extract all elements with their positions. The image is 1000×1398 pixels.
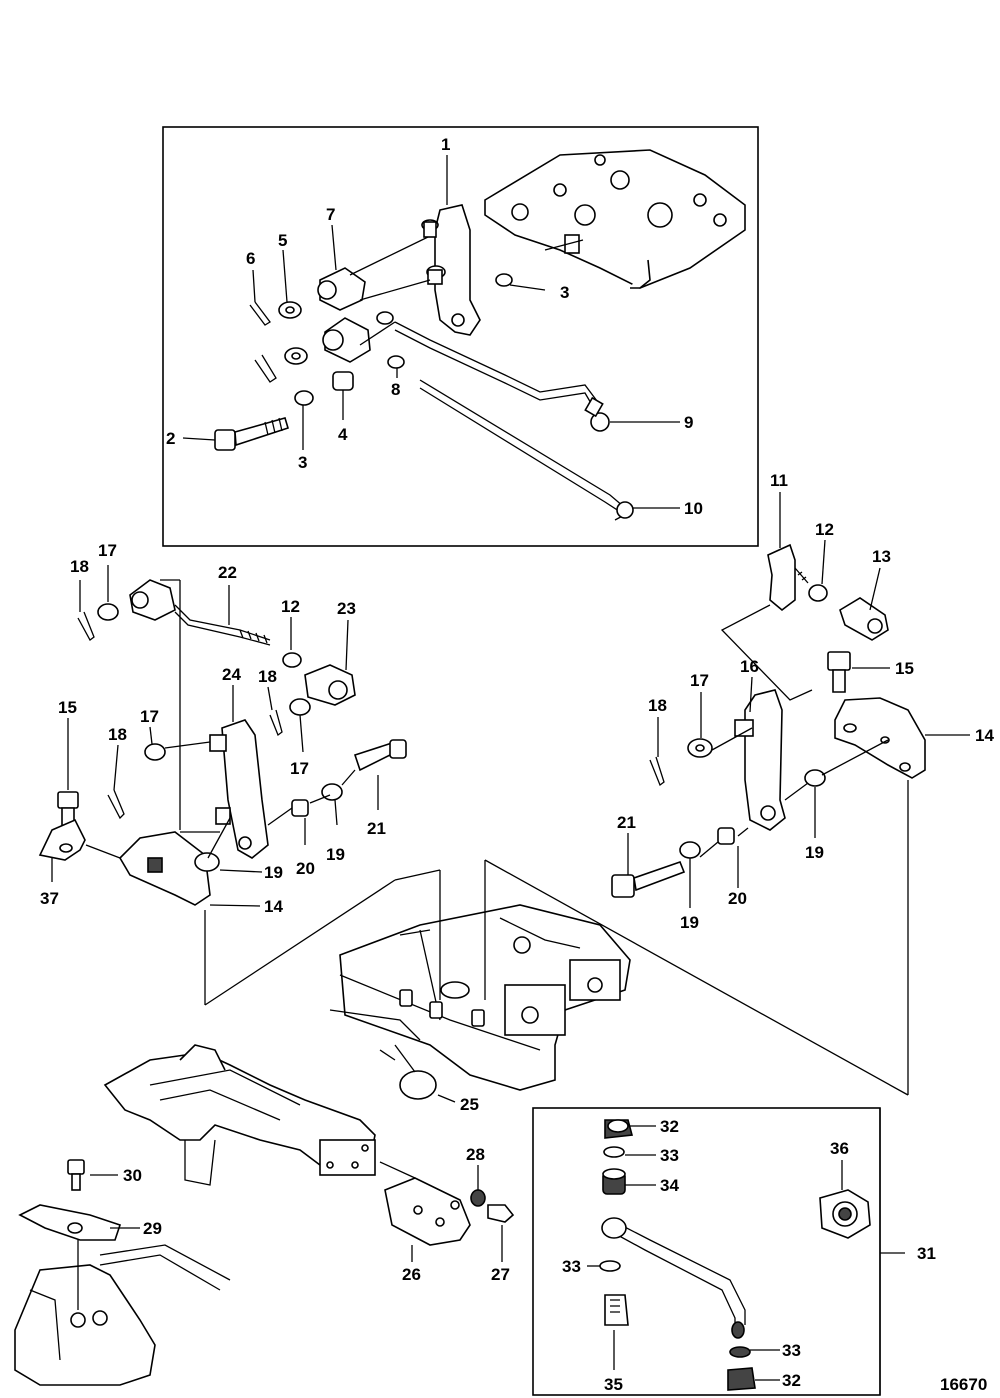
- callout-36: 36: [830, 1139, 849, 1158]
- callout-21b: 21: [617, 813, 636, 832]
- callout-33a: 33: [660, 1146, 679, 1165]
- callout-20a: 20: [296, 859, 315, 878]
- callout-19a: 19: [264, 863, 283, 882]
- bottom-inset-frame: [532, 1107, 881, 1396]
- callout-18c: 18: [258, 667, 277, 686]
- callout-28: 28: [466, 1145, 485, 1164]
- callout-34: 34: [660, 1176, 679, 1195]
- callout-32a: 32: [660, 1117, 679, 1136]
- carburetor-plate: [484, 149, 746, 289]
- callout-11: 11: [770, 471, 788, 490]
- callout-4: 4: [338, 425, 348, 444]
- callout-25: 25: [460, 1095, 479, 1114]
- callout-15a: 15: [58, 698, 77, 717]
- callout-17d: 17: [690, 671, 709, 690]
- callout-14b: 14: [975, 726, 994, 745]
- callout-8: 8: [391, 380, 400, 399]
- callout-2: 2: [166, 429, 175, 448]
- callout-33c: 33: [782, 1341, 801, 1360]
- right-assembly: [611, 543, 926, 1095]
- callout-13: 13: [872, 547, 891, 566]
- callout-15b: 15: [895, 659, 914, 678]
- link-rods: [394, 321, 634, 521]
- callout-18a: 18: [70, 557, 89, 576]
- throttle-lever: [421, 204, 481, 336]
- callout-12a: 12: [815, 520, 834, 539]
- cover-assembly: [204, 859, 909, 1100]
- callout-7: 7: [326, 205, 335, 224]
- callout-23: 23: [337, 599, 356, 618]
- callout-37: 37: [40, 889, 59, 908]
- callout-3a: 3: [560, 283, 569, 302]
- callout-19c: 19: [680, 913, 699, 932]
- lower-leaders: [90, 1094, 503, 1262]
- callout-30: 30: [123, 1166, 142, 1185]
- callout-17c: 17: [290, 759, 309, 778]
- callout-20b: 20: [728, 889, 747, 908]
- callout-29: 29: [143, 1219, 162, 1238]
- inset-leaders: [182, 155, 680, 509]
- callout-17a: 17: [98, 541, 117, 560]
- callout-16: 16: [740, 657, 759, 676]
- figure-reference: 16670: [940, 1375, 987, 1394]
- callout-26: 26: [402, 1265, 421, 1284]
- callout-35: 35: [604, 1375, 623, 1394]
- left-leaders: [51, 565, 379, 907]
- callout-10: 10: [684, 499, 703, 518]
- lower-bracket-assembly: [14, 1044, 515, 1386]
- callout-9: 9: [684, 413, 693, 432]
- callout-27: 27: [491, 1265, 510, 1284]
- callout-19b: 19: [326, 845, 345, 864]
- callout-1: 1: [441, 135, 450, 154]
- callout-21a: 21: [367, 819, 386, 838]
- link-kit: [587, 1119, 871, 1391]
- callout-18b: 18: [108, 725, 127, 744]
- top-inset-frame: [162, 126, 759, 547]
- inset-hardware: [214, 267, 513, 451]
- callout-17b: 17: [140, 707, 159, 726]
- callout-12b: 12: [281, 597, 300, 616]
- left-assembly: [38, 579, 407, 1005]
- callout-3b: 3: [298, 453, 307, 472]
- callout-18d: 18: [648, 696, 667, 715]
- callout-31: 31: [917, 1244, 936, 1263]
- callout-33b: 33: [562, 1257, 581, 1276]
- callout-5: 5: [278, 231, 287, 250]
- callout-32b: 32: [782, 1371, 801, 1390]
- callout-14a: 14: [264, 897, 283, 916]
- callout-22: 22: [218, 563, 237, 582]
- callout-6: 6: [246, 249, 255, 268]
- callout-19d: 19: [805, 843, 824, 862]
- callout-24: 24: [222, 665, 241, 684]
- right-leaders: [627, 492, 970, 908]
- callout-labels: 1 7 5 6 3 2 4 8 3 9 10 11 12 13 15 14 16…: [40, 135, 994, 1394]
